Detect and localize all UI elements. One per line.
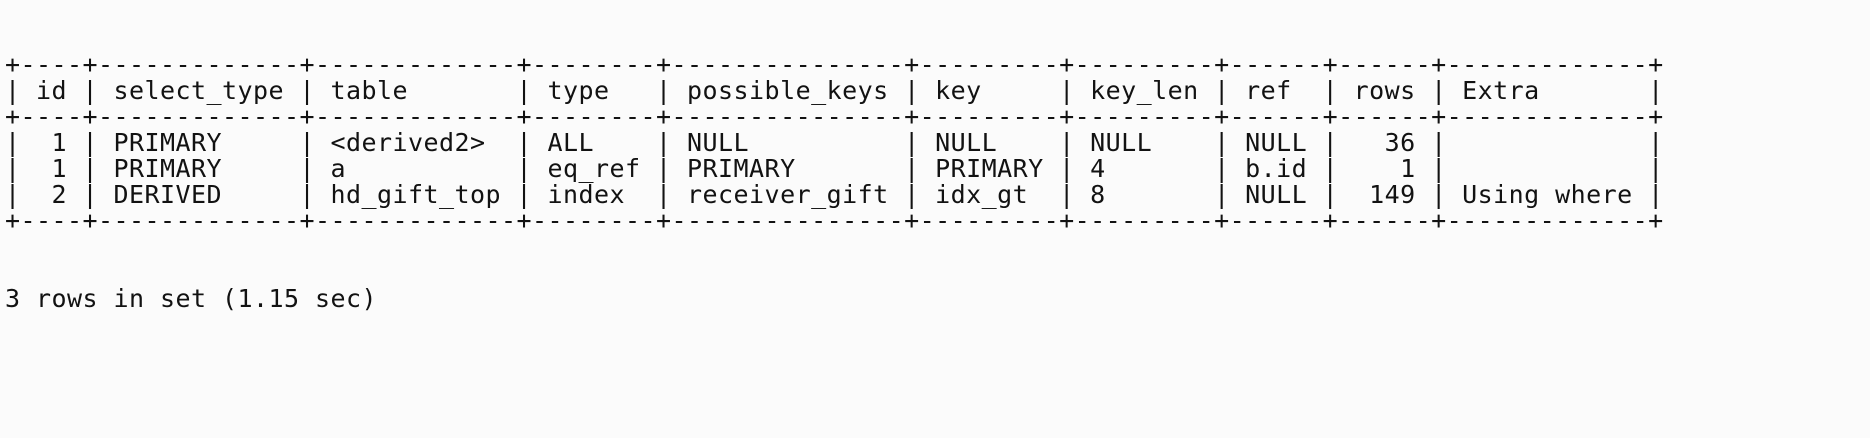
explain-result-table-1: +----+-------------+-------------+------… — [5, 50, 1664, 235]
blank-line — [5, 364, 1870, 390]
query-status-1: 3 rows in set (1.15 sec) — [5, 284, 378, 313]
